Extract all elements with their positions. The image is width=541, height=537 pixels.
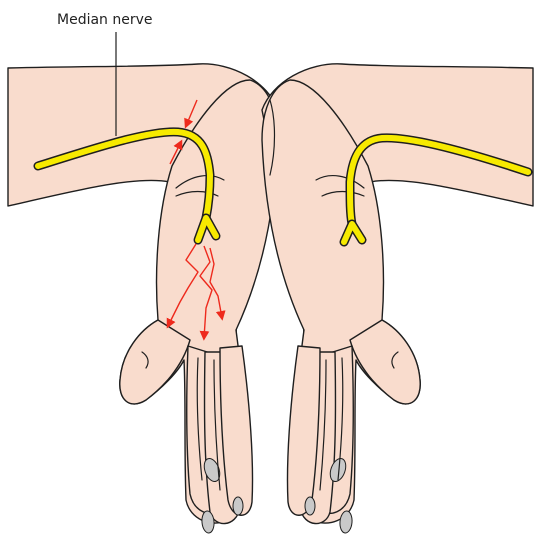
right-nail-3 xyxy=(305,497,315,515)
median-nerve-label: Median nerve xyxy=(57,12,153,28)
left-nail-3 xyxy=(233,497,243,515)
